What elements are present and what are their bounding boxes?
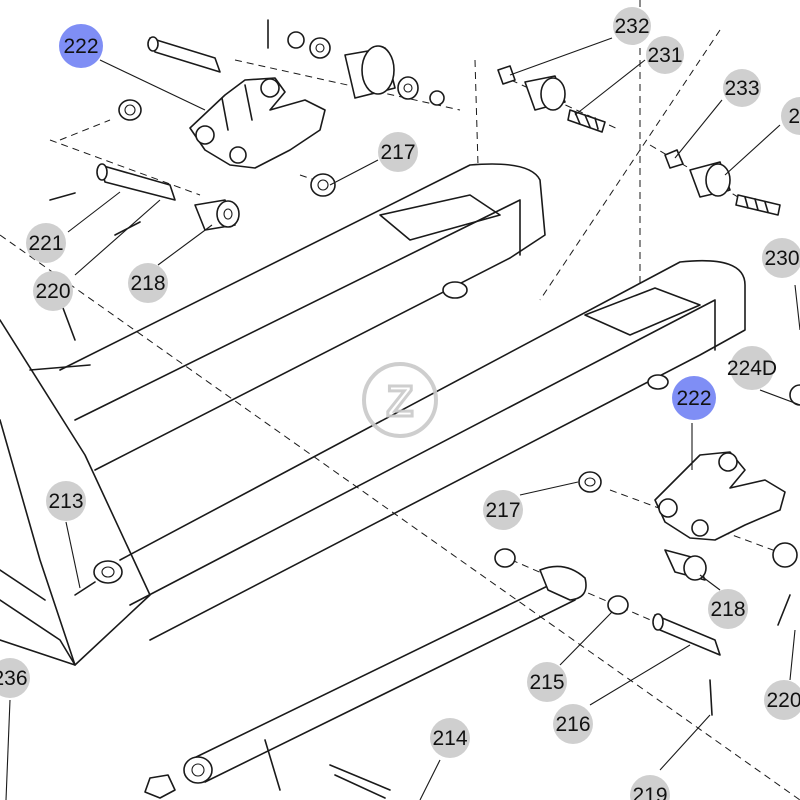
callout-label: 215: [529, 671, 564, 694]
callout-bubble: [378, 132, 418, 172]
callout-213: 213: [46, 481, 86, 521]
callout-236: 236: [0, 658, 30, 698]
callout-220: 220: [764, 680, 800, 720]
callout-bubble: [553, 704, 593, 744]
callout-219: 219: [630, 775, 670, 800]
callout-label: 217: [380, 141, 415, 164]
lower-right-parts: [494, 451, 798, 716]
callout-label: 236: [0, 667, 28, 690]
callout-bubble: [613, 7, 651, 45]
callout-bubble: [527, 662, 567, 702]
callout-label: 213: [48, 490, 83, 513]
callout-label: 218: [130, 272, 165, 295]
callout-bubble: [0, 658, 30, 698]
callout-bubble: [762, 238, 800, 278]
callout-label: 222: [63, 35, 98, 58]
callout-bubble: [26, 223, 66, 263]
callout-label: 233: [724, 77, 759, 100]
callout-218: 218: [128, 263, 168, 303]
callout-label: 220: [35, 280, 70, 303]
callout-217: 217: [378, 132, 418, 172]
callout-222: 222: [59, 24, 103, 68]
callout-bubble: [430, 718, 470, 758]
callout-232: 232: [613, 7, 651, 45]
callout-label: 232: [614, 15, 649, 38]
callout-224D: 224D: [727, 346, 777, 390]
callout-bubble: [672, 376, 716, 420]
callout-bubble: [646, 36, 684, 74]
callout-label: 224D: [727, 357, 777, 380]
callout-label: 221: [28, 232, 63, 255]
callout-bubble: [483, 490, 523, 530]
callout-214: 214: [430, 718, 470, 758]
callout-bubble: [46, 481, 86, 521]
callout-215: 215: [527, 662, 567, 702]
callout-bubble: [630, 775, 670, 800]
callout-220: 220: [33, 271, 73, 311]
callout-label: 231: [647, 44, 682, 67]
callout-label: 216: [555, 713, 590, 736]
callout-bubble: [128, 263, 168, 303]
pull-rod: [144, 565, 587, 799]
callout-label: 220: [766, 689, 800, 712]
callout-bubble: [708, 589, 748, 629]
watermark-logo: Z: [362, 362, 438, 438]
callout-230: 230: [762, 238, 800, 278]
callout-label: 218: [710, 598, 745, 621]
upper-left-parts: [49, 19, 445, 236]
callout-23: 23: [781, 97, 800, 135]
callout-221: 221: [26, 223, 66, 263]
callout-bubble: [723, 69, 761, 107]
watermark-letter: Z: [387, 377, 414, 426]
callout-233: 233: [723, 69, 761, 107]
callout-231: 231: [646, 36, 684, 74]
leader-lines: [5, 37, 800, 800]
fork-frame: [0, 163, 746, 666]
upper-right-parts: [497, 65, 800, 406]
callout-222: 222: [672, 376, 716, 420]
callout-bubble: [59, 24, 103, 68]
callout-label: 230: [764, 247, 799, 270]
callout-label: 222: [676, 387, 711, 410]
callout-bubble: [781, 97, 800, 135]
callout-bubble: [33, 271, 73, 311]
callout-bubble: [730, 346, 774, 390]
callout-label: 217: [485, 499, 520, 522]
callout-label: 219: [632, 784, 667, 800]
callout-bubble: [764, 680, 800, 720]
callout-218: 218: [708, 589, 748, 629]
callout-label: 23: [788, 105, 800, 128]
callout-label: 214: [432, 727, 467, 750]
callout-layer: 222 232 231 233 23 217 221 220 218 230 224D 222 213 2…: [0, 7, 800, 800]
callout-216: 216: [553, 704, 593, 744]
callout-217: 217: [483, 490, 523, 530]
